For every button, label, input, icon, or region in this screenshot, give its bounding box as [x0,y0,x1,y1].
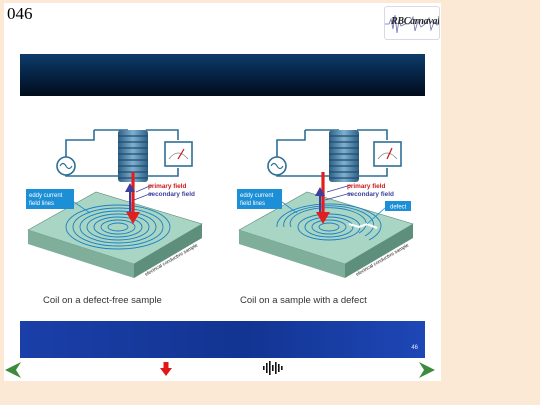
primary-field-label: primary field [148,183,186,190]
secondary-field-label: secondary field [347,191,394,198]
diagram-defect-free: primary field secondary field eddy curre… [26,129,203,278]
eddy-label-line1: eddy current [29,193,63,199]
page-number: 046 [7,4,33,23]
eddy-label-line1: eddy current [240,193,274,199]
eddy-label-line2: field lines [29,201,54,207]
primary-field-label: primary field [347,183,385,190]
caption-with-defect: Coil on a sample with a defect [240,295,367,306]
logo: RBCarnaval [384,6,440,40]
meter-icon [373,141,402,167]
defect-label: defect [390,205,407,211]
defect-label-box [385,201,411,211]
waveform-icon [385,14,439,34]
logo-text: RBCarnaval [391,16,440,27]
triangle-left-icon[interactable] [4,361,22,379]
slide-frame: 046 RBCarnaval [4,3,441,381]
slide-footer-band [20,321,425,358]
red-down-arrow-icon[interactable] [160,362,172,376]
secondary-field-label: secondary field [148,191,195,198]
eddy-label-line2: field lines [240,201,265,207]
eddy-label-box [237,189,282,209]
meter-icon [164,141,193,167]
triangle-right-icon[interactable] [418,361,436,379]
eddy-label-box [26,189,74,209]
slide-number: 46 [411,345,418,351]
caption-defect-free: Coil on a defect-free sample [43,295,162,306]
audio-waveform-icon[interactable] [262,360,286,376]
slide-header-band [20,54,425,96]
diagram-with-defect: primary field secondary field eddy curre… [237,129,414,278]
